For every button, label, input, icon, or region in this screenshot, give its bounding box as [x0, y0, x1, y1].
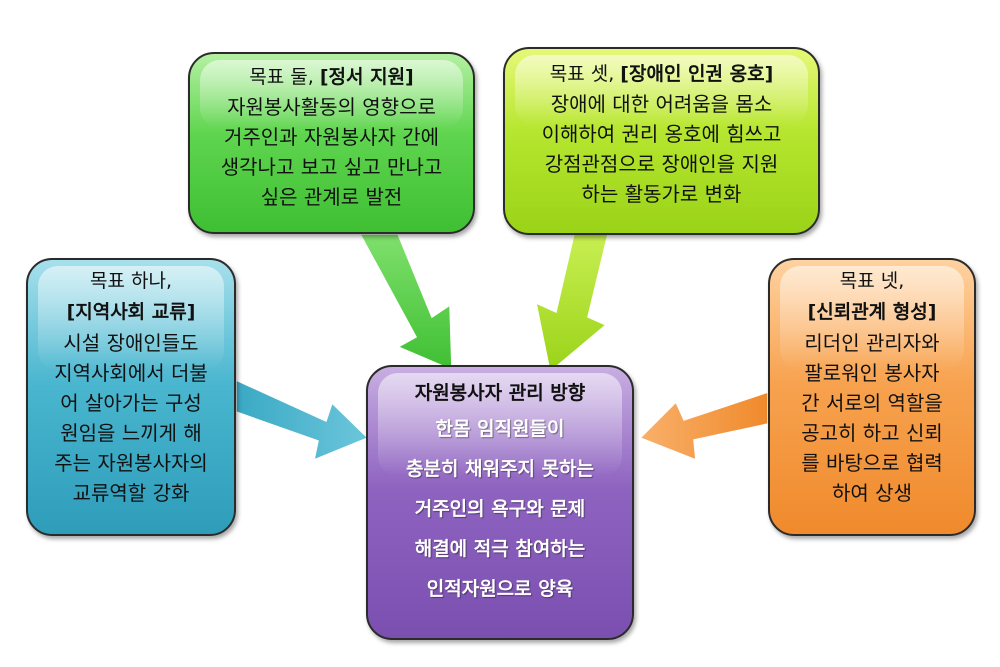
- goal-four-line: 를 바탕으로 협력: [801, 451, 943, 475]
- goal-one-title-bold: [지역사회 교류]: [67, 297, 196, 328]
- goal-three-box: 목표 셋, [장애인 인권 옹호] 장애에 대한 어려움을 몸소 이해하여 권리…: [503, 47, 820, 235]
- goal-two-title-prefix: 목표 둘,: [249, 66, 320, 88]
- goal-one-title-prefix: 목표 하나,: [90, 270, 172, 292]
- goal-four-title-bold: [신뢰관계 형성]: [808, 297, 937, 328]
- center-box: 자원봉사자 관리 방향 한몸 임직원들이 충분히 채워주지 못하는 거주인의 욕…: [366, 365, 634, 640]
- goal-one-line: 원임을 느끼게 해: [60, 421, 202, 445]
- center-line: 해결에 적극 참여하는: [414, 538, 586, 560]
- arrow-goal-one-to-center: [235, 378, 370, 462]
- arrow-goal-three-to-center: [534, 233, 609, 374]
- goal-two-line: 거주인과 자원봉사자 간에: [223, 125, 440, 149]
- goal-three-line: 장애에 대한 어려움을 몸소: [550, 92, 773, 116]
- goal-four-title-prefix: 목표 넷,: [839, 270, 905, 292]
- goal-two-line: 생각나고 보고 싶고 만나고: [220, 155, 443, 179]
- goal-four-line: 리더인 관리자와: [804, 331, 940, 355]
- goal-two-title: 목표 둘, [정서 지원]: [249, 62, 413, 92]
- goal-three-title: 목표 셋, [장애인 인권 옹호]: [550, 59, 774, 89]
- goal-four-line: 팔로워인 봉사자: [804, 361, 940, 385]
- goal-three-title-prefix: 목표 셋,: [549, 63, 621, 85]
- goal-three-line: 강점관점으로 장애인을 지원: [544, 152, 779, 176]
- goal-three-line: 이해하여 권리 옹호에 힘쓰고: [541, 122, 782, 146]
- goal-one-title-bold-text: [지역사회 교류]: [66, 301, 196, 323]
- goal-four-line: 공고히 하고 신뢰: [801, 421, 943, 445]
- goal-two-line: 싶은 관계로 발전: [260, 185, 403, 209]
- goal-one-box: 목표 하나, [지역사회 교류] 시설 장애인들도 지역사회에서 더불 어 살아…: [26, 258, 236, 536]
- goal-one-line: 지역사회에서 더불: [54, 361, 208, 385]
- center-line: 충분히 채워주지 못하는: [405, 458, 595, 480]
- goal-four-line: 하여 상생: [832, 481, 912, 505]
- arrow-goal-two-to-center: [358, 233, 453, 372]
- center-line: 인적자원으로 양육: [426, 578, 574, 600]
- goal-one-line: 시설 장애인들도: [63, 331, 199, 355]
- goal-four-box: 목표 넷, [신뢰관계 형성] 리더인 관리자와 팔로워인 봉사자 간 서로의 …: [768, 258, 976, 536]
- arrow-goal-four-to-center: [638, 390, 769, 462]
- goal-one-line: 어 살아가는 구성: [60, 391, 202, 415]
- goal-three-title-bold: [장애인 인권 옹호]: [620, 63, 774, 85]
- center-line: 한몸 임직원들이: [435, 418, 565, 440]
- goal-two-line: 자원봉사활동의 영향으로: [227, 95, 436, 119]
- goal-three-line: 하는 활동가로 변화: [581, 182, 742, 206]
- goal-two-box: 목표 둘, [정서 지원] 자원봉사활동의 영향으로 거주인과 자원봉사자 간에…: [188, 52, 475, 234]
- center-line: 거주인의 욕구와 문제: [414, 498, 586, 520]
- goal-one-line: 교류역할 강화: [72, 481, 190, 505]
- goal-two-title-bold: [정서 지원]: [319, 66, 414, 88]
- goal-one-line: 주는 자원봉사자의: [54, 451, 208, 475]
- center-title: 자원봉사자 관리 방향: [414, 382, 586, 404]
- goal-four-title-bold-text: [신뢰관계 형성]: [807, 301, 937, 323]
- goal-four-line: 간 서로의 역할을: [801, 391, 943, 415]
